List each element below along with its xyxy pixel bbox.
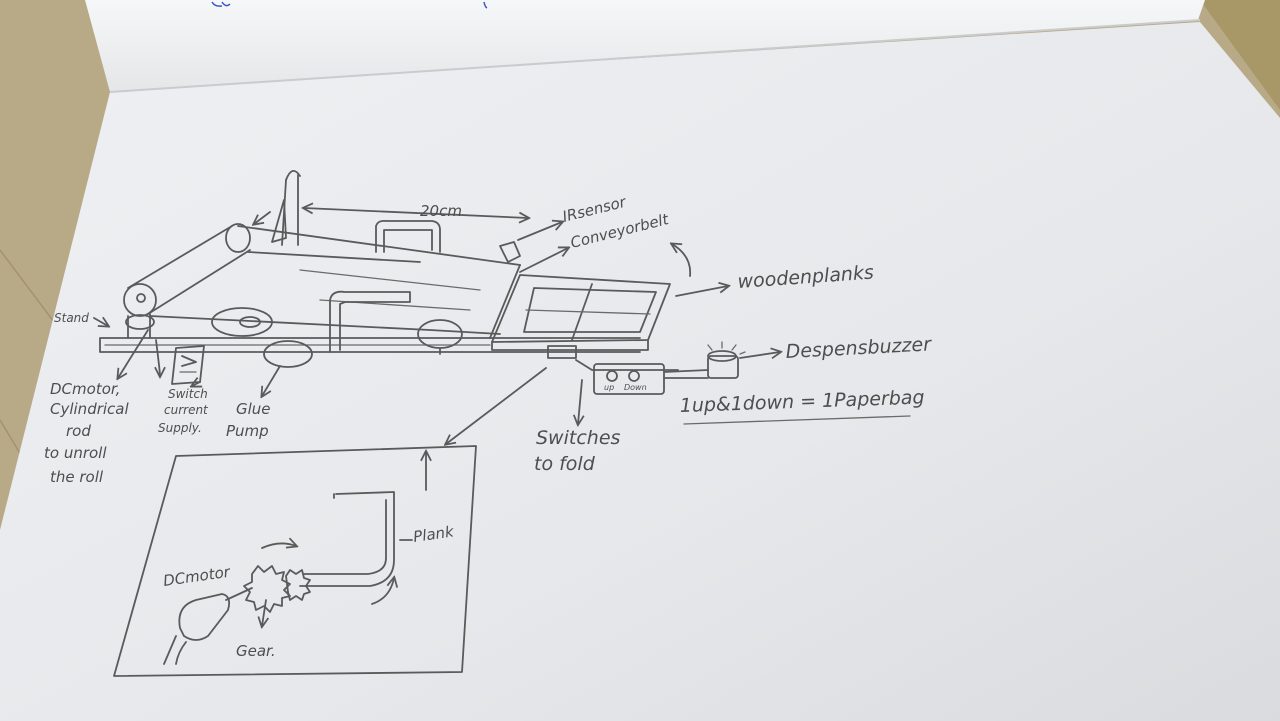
- label-switch-3: Supply.: [158, 421, 202, 435]
- label-switch-2: current: [164, 403, 209, 417]
- label-dc-motor-3: rod: [66, 422, 91, 440]
- label-down: Down: [624, 383, 647, 392]
- label-glue-1: Glue: [236, 400, 271, 418]
- label-dc-motor-4: to unroll: [44, 444, 107, 462]
- label-switches-1: Switches: [536, 427, 621, 449]
- label-switch-1: Switch: [168, 387, 208, 401]
- label-glue-2: Pump: [226, 422, 269, 440]
- label-gear: Gear.: [236, 642, 276, 660]
- label-dc-motor-5: the roll: [50, 468, 104, 486]
- label-switches-2: to fold: [534, 453, 596, 475]
- label-dc-motor-1: DCmotor,: [50, 380, 120, 398]
- label-stand: Stand: [54, 311, 89, 325]
- label-up: up: [604, 383, 614, 392]
- label-distance: 20cm: [420, 202, 462, 220]
- label-dc-motor-2: Cylindrical: [50, 400, 129, 418]
